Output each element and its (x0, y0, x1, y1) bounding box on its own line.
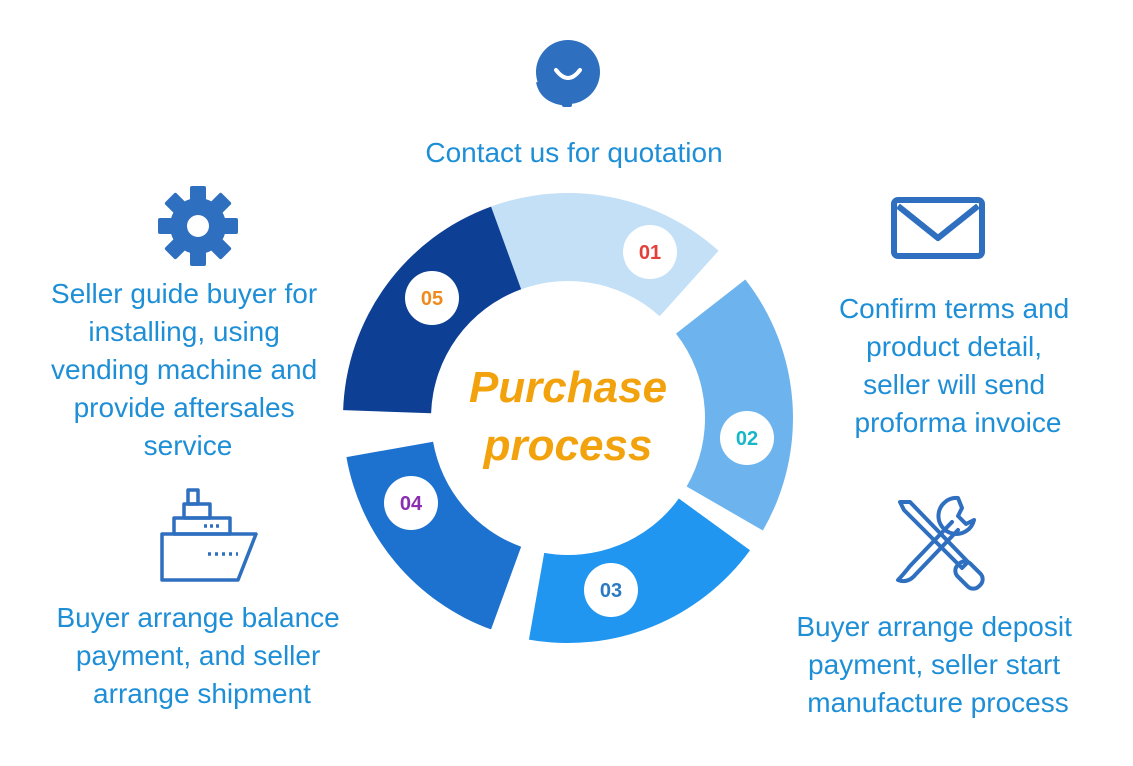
step-03-text: Buyer arrange deposit payment, seller st… (796, 611, 1079, 718)
ship-icon (160, 488, 258, 582)
step-05-line: provide aftersales (74, 392, 295, 423)
step-05-text: Seller guide buyer for installing, using… (51, 278, 325, 461)
step-03-line: payment, seller start (808, 649, 1060, 680)
step-02-line: product detail, (866, 331, 1042, 362)
step-04-line: arrange shipment (93, 678, 311, 709)
step-05-line: Seller guide buyer for (51, 278, 317, 309)
step-03-line: manufacture process (807, 687, 1068, 718)
process-ring (343, 193, 794, 643)
headset-icon (536, 40, 600, 107)
envelope-icon (891, 197, 985, 259)
step-04-line: Buyer arrange balance (56, 602, 339, 633)
step-03-line: Buyer arrange deposit (796, 611, 1072, 642)
step-04-line: payment, and seller (76, 640, 320, 671)
step-05-line: installing, using (88, 316, 279, 347)
diagram-title-line-2: process (483, 421, 653, 470)
step-05-line: vending machine and (51, 354, 317, 385)
step-number-02: 02 (736, 428, 758, 450)
step-number-03: 03 (600, 580, 622, 602)
step-05-line: service (144, 430, 233, 461)
step-02-text: Confirm terms and product detail, seller… (839, 293, 1077, 438)
step-02-line: seller will send (863, 369, 1045, 400)
gear-icon (158, 186, 238, 266)
step-01-line: Contact us for quotation (425, 137, 722, 168)
wrench-screwdriver-icon (896, 495, 985, 591)
badge-02: 02 (720, 411, 774, 465)
segment-02 (675, 279, 794, 531)
badge-01: 01 (623, 225, 677, 279)
step-number-04: 04 (400, 493, 423, 515)
step-02-line: proforma invoice (855, 407, 1062, 438)
badge-05: 05 (405, 271, 459, 325)
segment-03 (528, 498, 751, 643)
step-01-text: Contact us for quotation (425, 137, 722, 168)
badge-04: 04 (384, 476, 438, 530)
step-number-01: 01 (639, 242, 661, 264)
step-04-text: Buyer arrange balance payment, and selle… (56, 602, 347, 709)
step-number-05: 05 (421, 288, 443, 310)
step-02-line: Confirm terms and (839, 293, 1069, 324)
diagram-title-line-1: Purchase (469, 363, 667, 412)
badge-03: 03 (584, 563, 638, 617)
segment-01 (472, 193, 719, 317)
